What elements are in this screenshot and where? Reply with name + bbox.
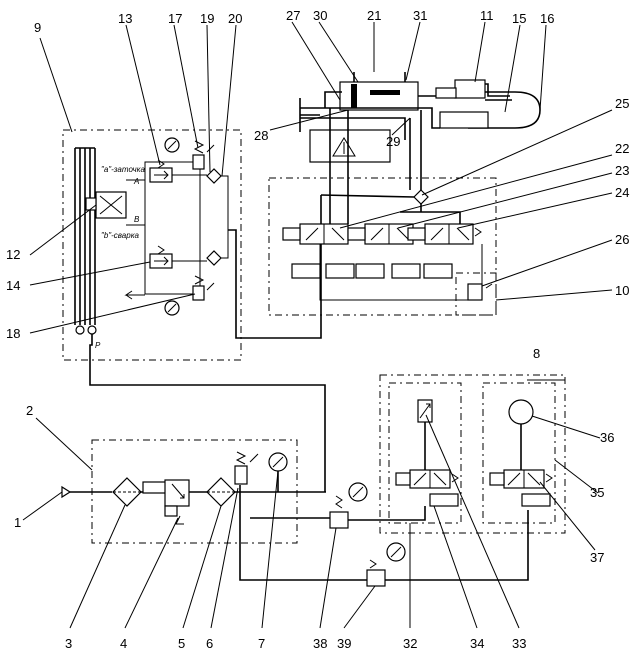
callout-24: 24 <box>615 185 629 200</box>
callout-14: 14 <box>6 278 20 293</box>
unit-boundary-10 <box>269 178 496 315</box>
check-valve-19 <box>207 169 221 183</box>
callout-35: 35 <box>590 485 604 500</box>
callout-4: 4 <box>120 636 127 651</box>
callout-38: 38 <box>313 636 327 651</box>
callout-37: 37 <box>590 550 604 565</box>
gun-head-11 <box>455 80 485 98</box>
callout-17: 17 <box>168 11 182 26</box>
port-label-B: B <box>134 215 140 224</box>
lower-piping <box>240 483 528 586</box>
callout-27: 27 <box>286 8 300 23</box>
pilot-solenoid-5 <box>424 264 452 278</box>
callout-36: 36 <box>600 430 614 445</box>
callout-7: 7 <box>258 636 265 651</box>
pressure-regulator-18 <box>193 286 204 300</box>
air-preparation-unit <box>62 452 326 524</box>
callout-2: 2 <box>26 403 33 418</box>
callout-34: 34 <box>470 636 484 651</box>
callout-8: 8 <box>533 346 540 361</box>
filter-3 <box>113 478 141 506</box>
callout-22: 22 <box>615 141 629 156</box>
callout-5: 5 <box>178 636 185 651</box>
callout-numbers: 1 2 3 4 5 6 7 8 9 10 11 12 13 14 15 16 1… <box>6 8 629 651</box>
callout-33: 33 <box>512 636 526 651</box>
pressure-regulator-38 <box>330 512 348 528</box>
check-valve-20 <box>207 251 221 265</box>
callout-31: 31 <box>413 8 427 23</box>
leader-lines <box>23 22 612 628</box>
callout-19: 19 <box>200 11 214 26</box>
pressure-regulator-6 <box>235 466 247 484</box>
transformer-29 <box>310 130 390 162</box>
callout-9: 9 <box>34 20 41 35</box>
check-valve-25 <box>414 190 428 204</box>
port-label-a: "a"-заточка <box>101 165 145 174</box>
callout-39: 39 <box>337 636 351 651</box>
callout-26: 26 <box>615 232 629 247</box>
shutoff-valve-4 <box>165 480 189 506</box>
pilot-solenoid-3 <box>356 264 384 278</box>
callout-10: 10 <box>615 283 629 298</box>
callout-6: 6 <box>206 636 213 651</box>
callout-23: 23 <box>615 163 629 178</box>
pressure-regulator-39 <box>367 570 385 586</box>
callout-13: 13 <box>118 11 132 26</box>
callout-28: 28 <box>254 128 268 143</box>
callout-15: 15 <box>512 11 526 26</box>
pressure-regulator-26 <box>468 284 482 300</box>
callout-18: 18 <box>6 326 20 341</box>
electrode-holder-15 <box>440 112 488 128</box>
valve-block-unit <box>283 190 492 300</box>
callout-21: 21 <box>367 8 381 23</box>
pilot-solenoid-4 <box>392 264 420 278</box>
air-inlet-symbol <box>62 487 70 497</box>
callout-20: 20 <box>228 11 242 26</box>
callout-30: 30 <box>313 8 327 23</box>
pressure-regulator-17 <box>193 155 204 169</box>
port-label-P: P <box>95 341 101 350</box>
callout-12: 12 <box>6 247 20 262</box>
port-label-A: A <box>133 177 139 186</box>
filter-5 <box>207 478 235 506</box>
callout-1: 1 <box>14 515 21 530</box>
callout-3: 3 <box>65 636 72 651</box>
callout-25: 25 <box>615 96 629 111</box>
gauge-36 <box>509 400 533 424</box>
pilot-solenoid-2 <box>326 264 354 278</box>
callout-32: 32 <box>403 636 417 651</box>
pilot-solenoid-1 <box>292 264 320 278</box>
callout-16: 16 <box>540 11 554 26</box>
port-label-b: "b"-сварка <box>101 231 139 240</box>
auxiliary-unit <box>396 400 552 506</box>
callout-29: 29 <box>386 134 400 149</box>
unit-boundary-8 <box>380 375 565 533</box>
callout-11: 11 <box>480 8 494 23</box>
